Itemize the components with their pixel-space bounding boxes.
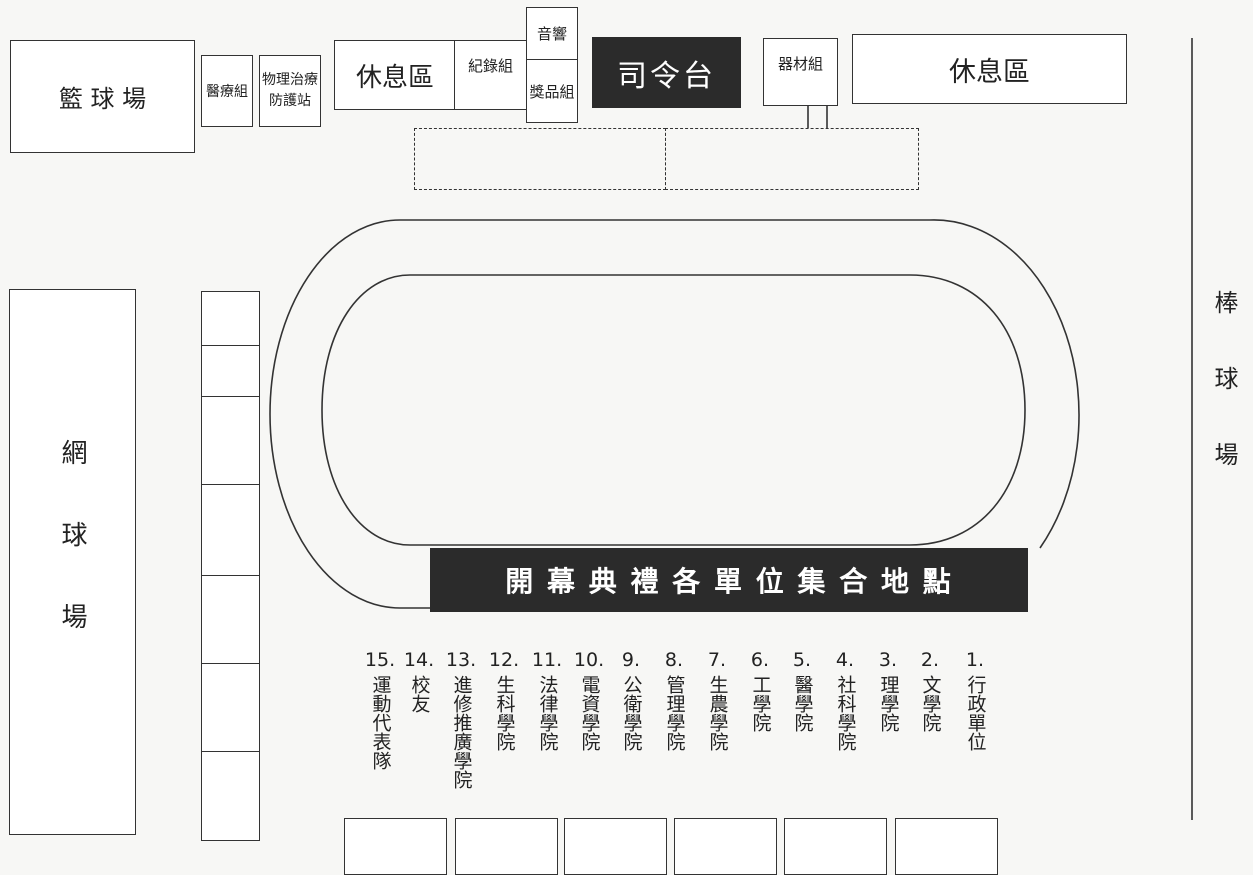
unit-number: 1.: [965, 649, 985, 671]
dashed-zone-left: [414, 128, 666, 190]
unit-name: 管理學院: [663, 674, 686, 751]
unit-number: 11.: [531, 649, 563, 671]
sound-booth-label: 音響: [536, 25, 567, 43]
unit-number: 6.: [750, 649, 770, 671]
sound-booth: 音響: [526, 7, 578, 60]
unit-name: 法律學院: [536, 674, 559, 751]
seating-block: [201, 751, 260, 841]
unit-item: 3. 理學院: [868, 650, 908, 737]
track-outer-lane: [269, 219, 1080, 609]
unit-name: 生農學院: [706, 674, 729, 751]
bottom-block: [344, 818, 447, 875]
physio-station-label: 物理治療 防護站: [262, 72, 318, 109]
equipment-team-label: 器材組: [777, 55, 823, 73]
unit-item: 6. 工學院: [740, 650, 780, 737]
unit-item: 13. 進修推廣學院: [441, 650, 481, 794]
assembly-point-banner: 開 幕 典 禮 各 單 位 集 合 地 點: [430, 548, 1028, 612]
rest-area-right: 休息區: [852, 34, 1127, 104]
assembly-point-banner-label: 開 幕 典 禮 各 單 位 集 合 地 點: [505, 565, 953, 598]
physio-station: 物理治療 防護站: [259, 55, 321, 127]
baseball-field-label: 棒球場: [1210, 290, 1238, 518]
rest-area-left-label: 休息區: [355, 62, 434, 93]
unit-item: 14. 校友: [399, 650, 439, 718]
unit-name: 運動代表隊: [369, 674, 392, 770]
unit-number: 12.: [488, 649, 520, 671]
medical-station-label: 醫療組: [206, 84, 248, 100]
bottom-block: [895, 818, 998, 875]
tennis-court-label: 網球場: [57, 439, 87, 685]
unit-name: 行政單位: [964, 674, 987, 751]
seating-block: [201, 396, 260, 486]
unit-item: 12. 生科學院: [484, 650, 524, 756]
rest-area-left: 休息區: [334, 40, 456, 110]
basketball-court-label: 籃 球 場: [58, 85, 147, 113]
rest-area-right-label: 休息區: [949, 56, 1030, 88]
seating-block: [201, 575, 260, 665]
command-stage-label: 司令台: [617, 58, 716, 94]
unit-number: 3.: [878, 649, 898, 671]
medical-station: 醫療組: [201, 55, 253, 127]
dashed-zone-right: [665, 128, 919, 190]
unit-number: 9.: [621, 649, 641, 671]
unit-name: 電資學院: [578, 674, 601, 751]
unit-number: 13.: [445, 649, 477, 671]
unit-number: 5.: [792, 649, 812, 671]
unit-number: 8.: [664, 649, 684, 671]
unit-item: 11. 法律學院: [527, 650, 567, 756]
unit-number: 14.: [403, 649, 435, 671]
unit-name: 文學院: [919, 674, 942, 732]
unit-name: 公衛學院: [620, 674, 643, 751]
unit-number: 2.: [920, 649, 940, 671]
unit-name: 校友: [408, 674, 431, 713]
unit-item: 15. 運動代表隊: [360, 650, 400, 775]
tennis-court: 網球場: [9, 289, 136, 835]
prize-team: 獎品組: [526, 59, 578, 123]
seating-block: [201, 484, 260, 577]
record-team: 紀錄組: [454, 40, 527, 110]
seating-block: [201, 345, 260, 398]
unit-name: 社科學院: [834, 674, 857, 751]
unit-item: 10. 電資學院: [569, 650, 609, 756]
equipment-team: 器材組: [763, 38, 838, 106]
basketball-court: 籃 球 場: [10, 40, 195, 153]
unit-number: 7.: [707, 649, 727, 671]
unit-name: 生科學院: [493, 674, 516, 751]
unit-item: 1. 行政單位: [955, 650, 995, 756]
unit-item: 2. 文學院: [910, 650, 950, 737]
record-team-label: 紀錄組: [467, 57, 513, 75]
unit-item: 8. 管理學院: [654, 650, 694, 756]
unit-item: 9. 公衛學院: [611, 650, 651, 756]
unit-item: 4. 社科學院: [825, 650, 865, 756]
unit-number: 15.: [364, 649, 396, 671]
seating-block: [201, 663, 260, 753]
seating-block: [201, 291, 260, 347]
prize-team-label: 獎品組: [529, 82, 575, 101]
unit-number: 4.: [835, 649, 855, 671]
bottom-block: [674, 818, 777, 875]
unit-name: 醫學院: [791, 674, 814, 732]
unit-number: 10.: [573, 649, 605, 671]
command-stage: 司令台: [592, 37, 741, 108]
unit-name: 理學院: [877, 674, 900, 732]
unit-item: 7. 生農學院: [697, 650, 737, 756]
bottom-block: [455, 818, 558, 875]
bottom-block: [784, 818, 887, 875]
bottom-block: [564, 818, 667, 875]
unit-item: 5. 醫學院: [782, 650, 822, 737]
track-inner-lane: [321, 274, 1026, 546]
unit-name: 進修推廣學院: [450, 674, 473, 789]
unit-name: 工學院: [749, 674, 772, 732]
